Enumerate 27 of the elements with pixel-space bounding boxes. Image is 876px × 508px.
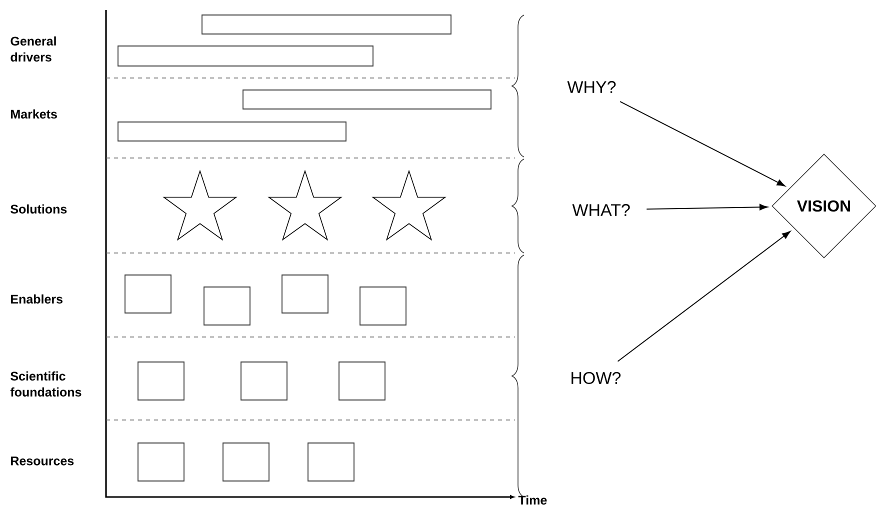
timeline-bar [202, 14, 452, 34]
row-label: Solutions [10, 204, 67, 214]
square-box [138, 442, 184, 482]
arrow [617, 231, 790, 362]
row-label: Enablers [11, 294, 62, 304]
square-box [204, 286, 250, 326]
row-label: Resources [11, 456, 74, 466]
row-label: General drivers [10, 36, 56, 62]
row-label: Markets [11, 109, 57, 119]
timeline-bar [242, 90, 492, 110]
timeline-bar [118, 46, 374, 66]
square-box [282, 274, 328, 314]
arrow [646, 204, 768, 210]
square-box [124, 274, 172, 314]
square-box [240, 362, 288, 400]
question-label: WHY? [567, 81, 616, 93]
square-box [138, 362, 184, 400]
question-label: HOW? [572, 372, 621, 384]
square-box [360, 286, 406, 326]
square-box [222, 442, 270, 482]
square-box [338, 362, 386, 400]
question-label: WHAT? [572, 204, 630, 216]
square-box [308, 442, 354, 482]
axis-label: Time [518, 495, 547, 505]
arrow [620, 101, 786, 186]
timeline-bar [118, 122, 346, 142]
row-label: Scientific foundations [10, 371, 82, 397]
